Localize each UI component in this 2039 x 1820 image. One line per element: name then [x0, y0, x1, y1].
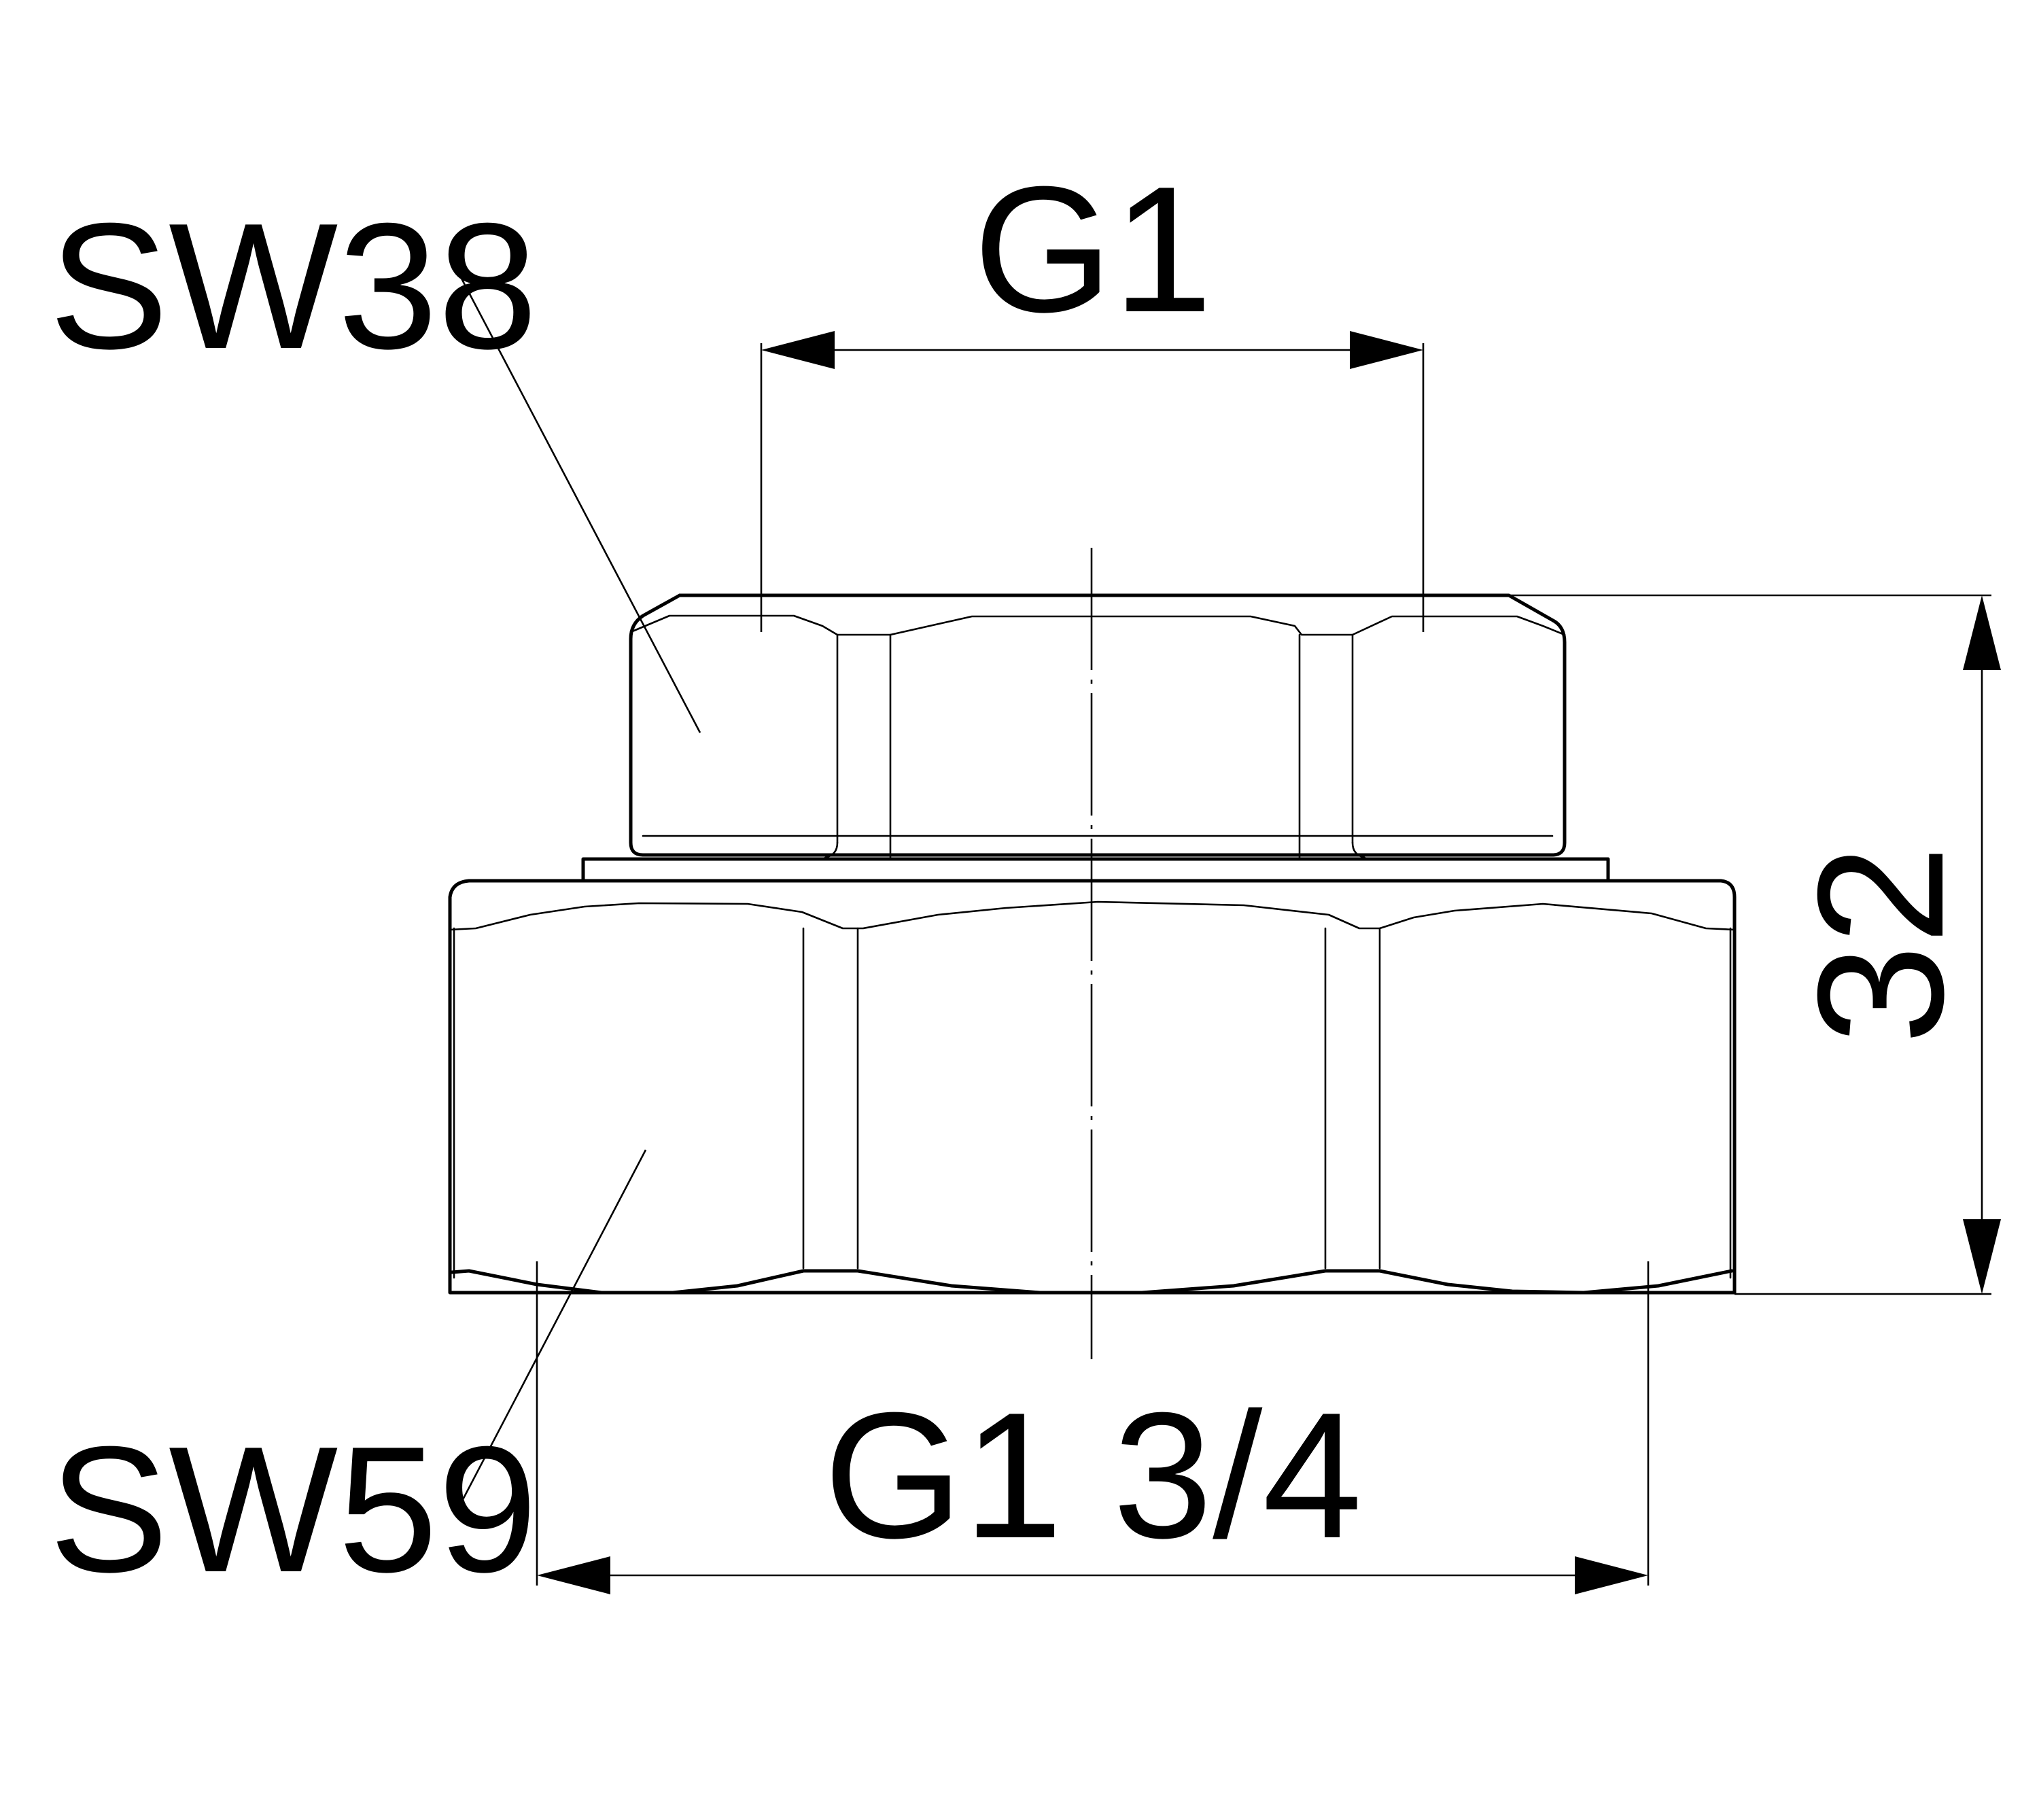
- lower-hex-nut: [448, 879, 1737, 1295]
- wrench-size-bottom-label: SW59: [49, 1409, 538, 1609]
- thread-top-label: G1: [973, 149, 1213, 349]
- wrench-size-top-label: SW38: [49, 186, 538, 386]
- callout-sw38: SW38: [49, 186, 701, 733]
- height-label: 32: [1780, 845, 1981, 1045]
- dimension-g1: G1: [760, 149, 1425, 632]
- dimension-g1-3-4: G1 3/4: [536, 1261, 1650, 1594]
- dimension-height: 32: [1509, 594, 2001, 1295]
- arrow-left: [761, 331, 835, 369]
- arrow-left: [537, 1556, 610, 1594]
- arrow-up: [1963, 595, 2001, 670]
- thread-bottom-label: G1 3/4: [824, 1375, 1363, 1575]
- collar: [581, 857, 1610, 883]
- arrow-right: [1350, 331, 1423, 369]
- arrow-right: [1575, 1556, 1648, 1594]
- arrow-down: [1963, 1219, 2001, 1294]
- upper-hex-nut: [629, 593, 1567, 859]
- callout-sw59: SW59: [49, 1149, 647, 1609]
